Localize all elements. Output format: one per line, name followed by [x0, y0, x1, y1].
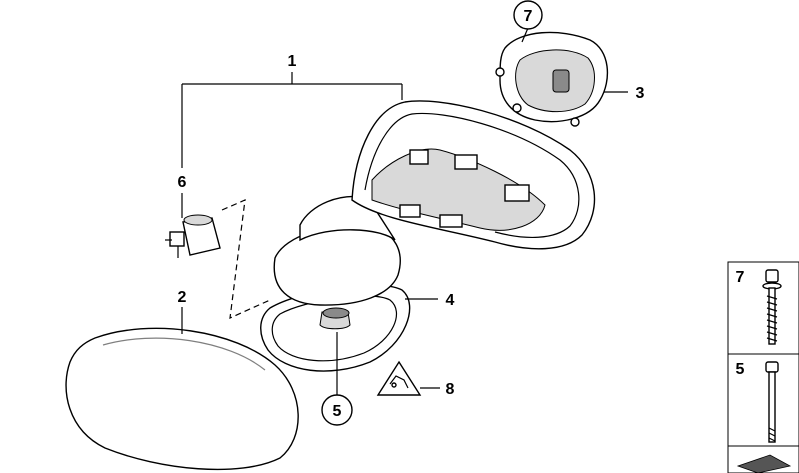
callout-5: 5 [333, 403, 342, 420]
warning-label-part[interactable] [376, 360, 422, 396]
screw-icon [765, 361, 779, 443]
side-item-5-label: 5 [736, 361, 745, 378]
side-parts-panel: 7 5 [727, 261, 799, 473]
mirror-motor-part[interactable] [495, 31, 609, 127]
footer-arrow-icon [736, 454, 792, 473]
callout-5-circle: 5 [321, 394, 353, 426]
callout-4: 4 [446, 292, 455, 309]
mirror-housing-part[interactable] [351, 100, 596, 250]
callout-7: 7 [524, 8, 533, 25]
leader-lines [181, 27, 628, 395]
callout-6: 6 [178, 174, 187, 191]
callout-3: 3 [636, 85, 645, 102]
callout-7-circle: 7 [513, 0, 543, 30]
callout-8: 8 [446, 381, 455, 398]
mirror-cap-part[interactable] [65, 327, 299, 471]
wire-dashed-line [221, 199, 271, 319]
mirror-base-part[interactable] [273, 195, 401, 330]
side-item-7-label: 7 [736, 269, 745, 286]
screw-with-washer-icon [762, 269, 782, 345]
callout-1: 1 [288, 53, 297, 70]
housing-clips [399, 149, 530, 228]
callout-2: 2 [178, 289, 187, 306]
connector-part[interactable] [165, 214, 221, 258]
